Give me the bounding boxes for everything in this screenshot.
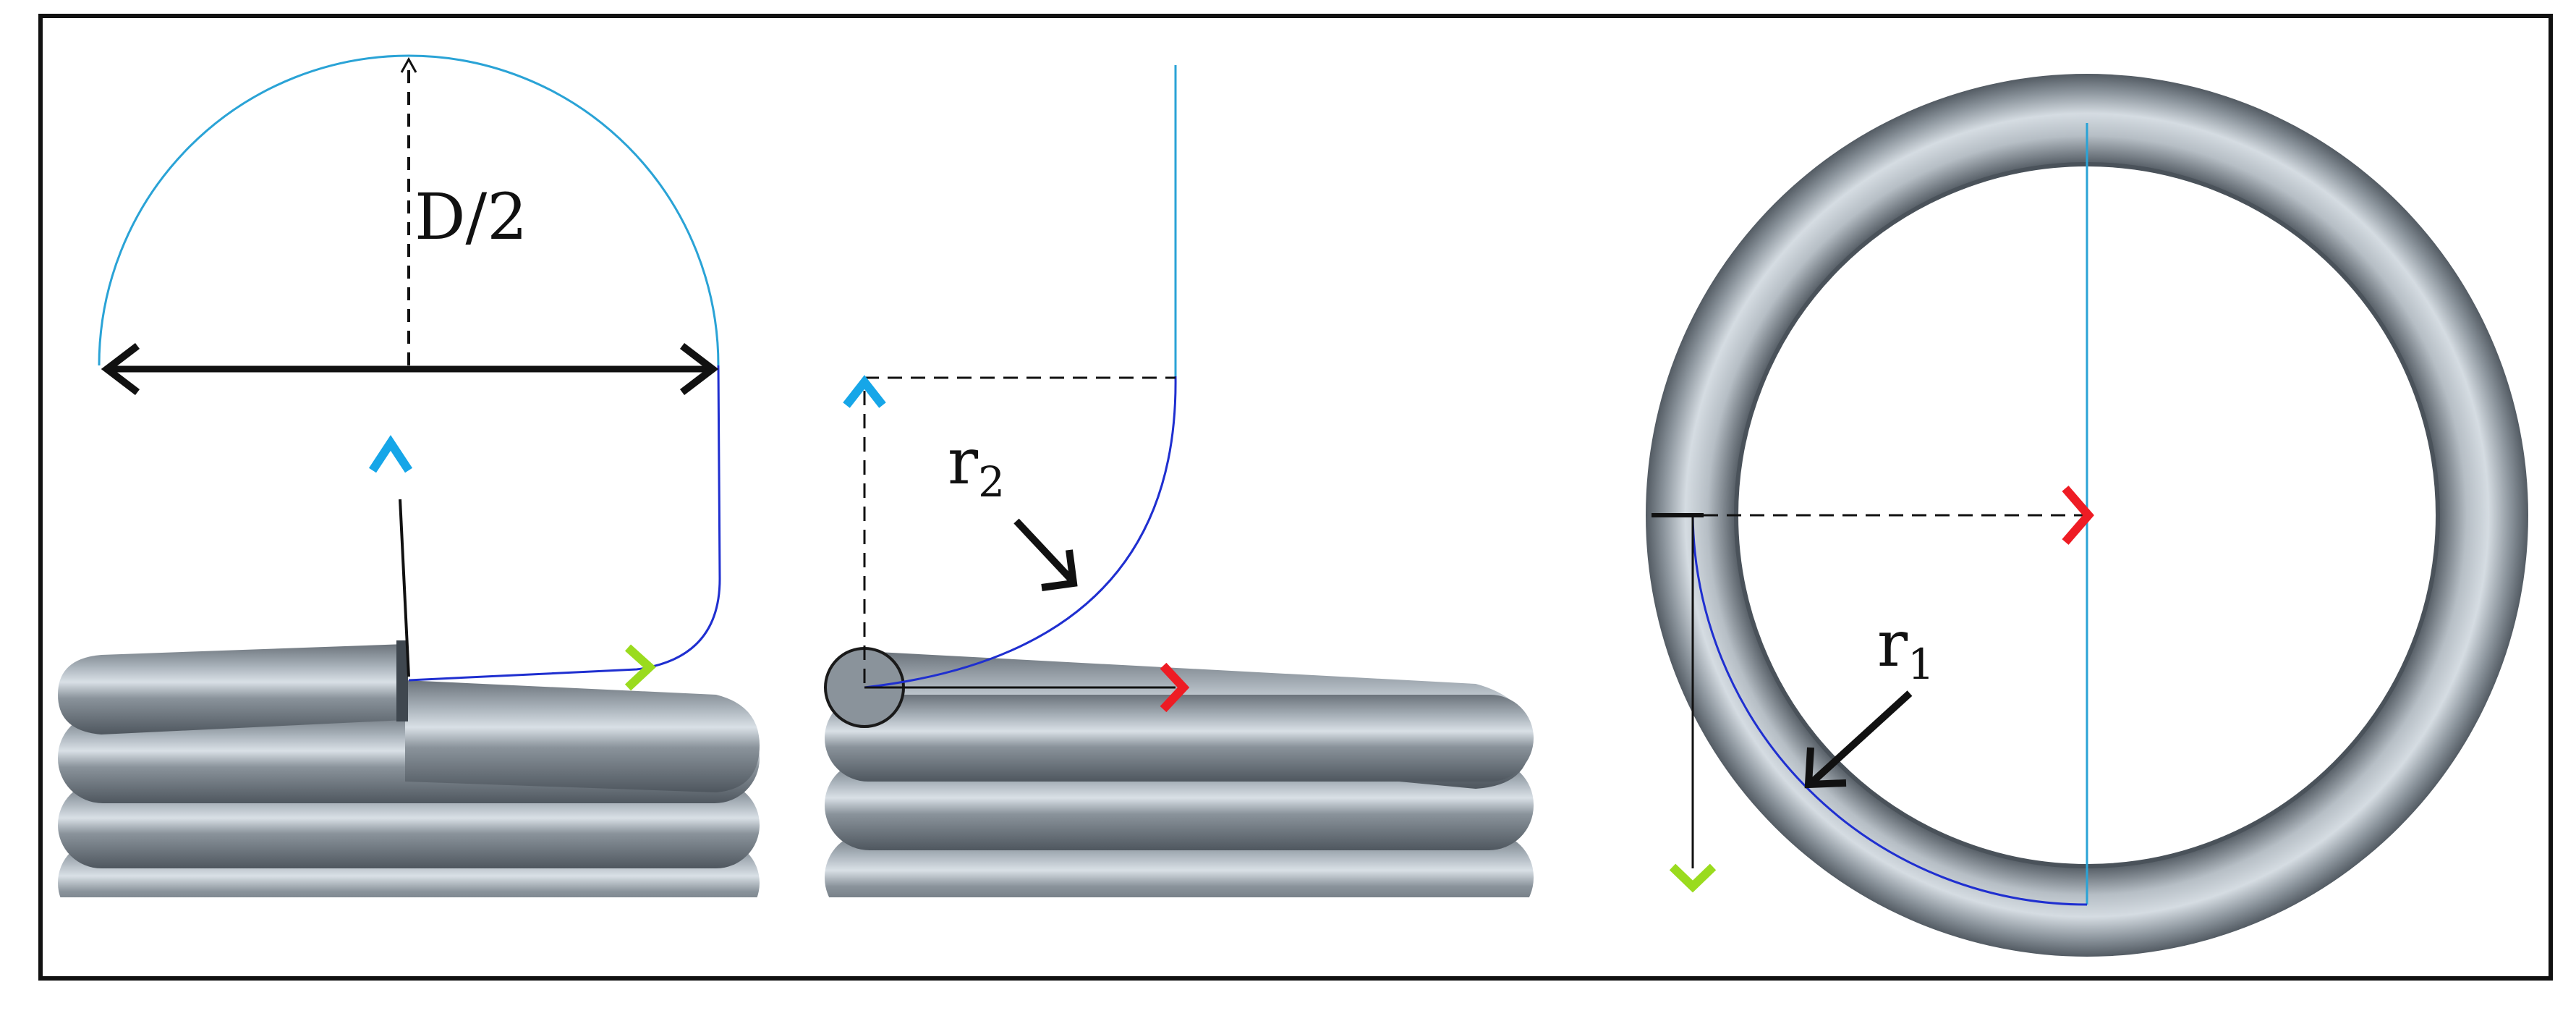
r2-label-subscript: 2: [978, 457, 1005, 507]
left-hook-semicircle: [98, 54, 720, 366]
r2-label-main: r: [948, 424, 979, 499]
right-axis-green-arrow: [1669, 863, 1717, 893]
r1-label-subscript: 1: [1908, 640, 1934, 689]
half-diameter-label: D/2: [415, 179, 527, 254]
left-coil-end-turn: [405, 680, 760, 792]
diagram-frame: [38, 14, 2553, 981]
middle-axis-blue-arrow: [843, 375, 886, 408]
middle-coil-lower-turn: [825, 695, 1534, 782]
left-coil-stack: [58, 640, 760, 897]
middle-coil-turn-2: [825, 760, 1534, 850]
middle-hook-bend-radius: [864, 376, 1177, 689]
left-coil-top-turn: [58, 644, 405, 735]
left-hook-bend: [408, 365, 721, 682]
middle-coil-stack: [825, 651, 1534, 897]
half-diameter-arrow-head: [400, 56, 417, 73]
r1-leader-arrow: [1810, 690, 1913, 784]
left-wire-cut-face: [396, 640, 408, 721]
r2-leader-arrow-head: [1041, 549, 1078, 591]
diameter-arrow-left: [101, 343, 140, 395]
right-panel-top-view: r1: [1646, 74, 2528, 957]
left-axis-blue-arrow: [368, 435, 413, 473]
right-axis-red-arrow: [2062, 486, 2094, 545]
diameter-arrow-right: [679, 343, 719, 395]
left-hook-lead-line: [399, 499, 410, 677]
left-axis-green-arrow: [624, 644, 656, 691]
r1-bend-arc: [1691, 515, 2088, 906]
middle-panel-side-view: r2: [824, 65, 1534, 897]
middle-axis-red-arrow: [1160, 662, 1190, 713]
left-panel-side-view: D/2: [58, 54, 760, 897]
r2-leader-arrow: [1013, 518, 1074, 582]
r1-label-main: r: [1877, 606, 1908, 681]
r1-label: r1: [1877, 606, 1934, 689]
r1-leader-arrow-head: [1804, 747, 1847, 789]
r2-label: r2: [948, 424, 1005, 507]
